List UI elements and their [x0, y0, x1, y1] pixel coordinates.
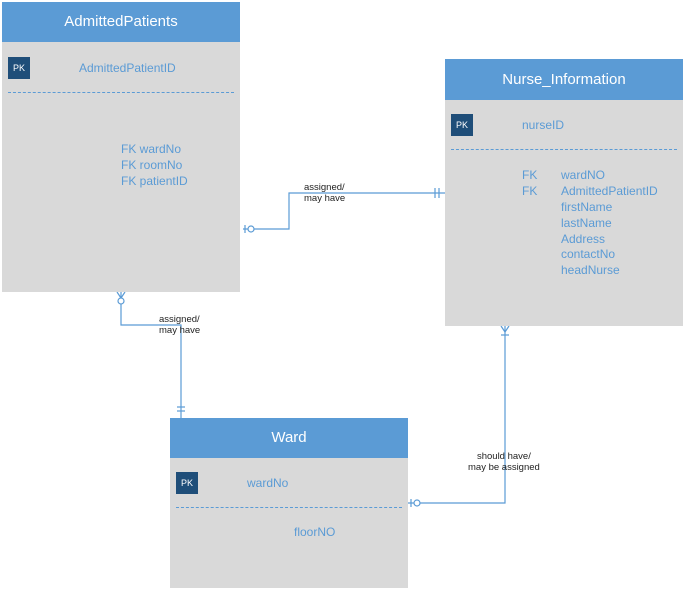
entity-divider: [176, 507, 402, 508]
pk-badge: PK: [176, 472, 198, 494]
field-head-nurse: headNurse: [561, 263, 620, 277]
entity-divider: [8, 92, 234, 93]
field-ward-no: wardNO: [561, 168, 606, 182]
field-contact-no: contactNo: [561, 247, 616, 261]
pk-badge: PK: [8, 57, 30, 79]
entity-ward-title: Ward: [271, 429, 307, 446]
relationship-label-admitted-nurse: assigned/ may have: [304, 182, 345, 204]
fk-prefix-admitted-patient-id: FK: [522, 184, 538, 198]
field-ward-no: FK wardNo: [121, 142, 182, 156]
entity-nurse-information[interactable]: Nurse_Information PK nurseID FK FK wardN…: [445, 59, 683, 326]
relationship-label-admitted-ward: assigned/ may have: [159, 314, 200, 336]
field-last-name: lastName: [561, 216, 612, 230]
relationship-label-line: may have: [159, 325, 201, 336]
field-room-no: FK roomNo: [121, 158, 183, 172]
relationship-label-line: may be assigned: [468, 462, 540, 473]
entity-nurse-information-title: Nurse_Information: [502, 71, 626, 88]
pk-field-ward-no: wardNo: [247, 476, 289, 490]
crow-mark-admitted-many-b: [120, 291, 126, 299]
connector-admitted-nurse: [243, 192, 445, 230]
pk-field-admitted-patient-id: AdmittedPatientID: [79, 61, 176, 75]
pk-badge: PK: [451, 114, 473, 136]
crow-mark-admitted-bottom-zero: [117, 297, 125, 305]
field-patient-id: FK patientID: [121, 174, 188, 188]
relationship-label-line: assigned/: [304, 182, 345, 193]
relationship-label-line: should have/: [476, 451, 531, 462]
entity-nurse-information-header: Nurse_Information: [445, 59, 683, 100]
relationship-label-line: assigned/: [159, 314, 200, 325]
entity-admitted-patients-header: AdmittedPatients: [2, 2, 240, 42]
crow-mark-admitted-many-a: [116, 291, 122, 299]
field-address: Address: [561, 232, 606, 246]
field-admitted-patient-id: AdmittedPatientID: [561, 184, 658, 198]
entity-admitted-patients[interactable]: AdmittedPatients PK AdmittedPatientID FK…: [2, 2, 240, 292]
entity-ward-header: Ward: [170, 418, 408, 458]
crow-mark-nurse-many-a: [500, 325, 506, 333]
crow-mark-nurse-many-b: [504, 325, 510, 333]
entity-ward[interactable]: Ward PK wardNo floorNO: [170, 418, 408, 588]
crow-mark-ward-right-zero: [413, 499, 421, 507]
entity-divider: [451, 149, 677, 150]
connector-ward-nurse: [408, 326, 506, 504]
field-first-name: firstName: [561, 200, 613, 214]
relationship-label-line: may have: [304, 193, 346, 204]
relationship-label-ward-nurse: should have/ may be assigned: [468, 451, 540, 473]
entity-admitted-patients-title: AdmittedPatients: [64, 13, 178, 30]
fk-prefix-ward-no: FK: [522, 168, 538, 182]
pk-field-nurse-id: nurseID: [522, 118, 565, 132]
crow-mark-admitted-zero: [247, 225, 255, 233]
connector-admitted-ward: [120, 292, 182, 418]
field-floor-no: floorNO: [294, 525, 336, 539]
